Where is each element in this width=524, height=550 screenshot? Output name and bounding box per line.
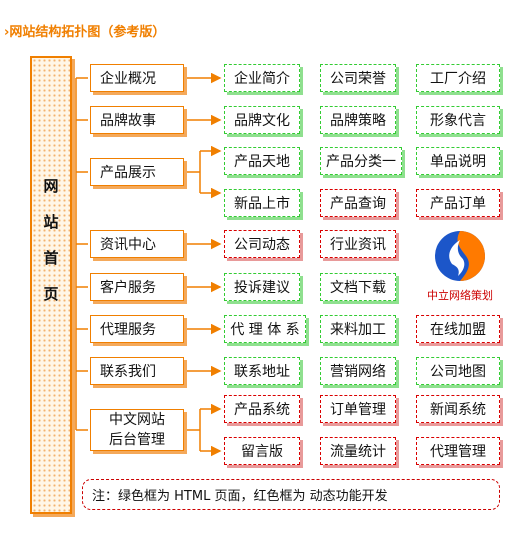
html-page-node: 单品说明 [416, 147, 500, 175]
html-page-node: 投诉建议 [224, 273, 300, 301]
html-page-node: 联系地址 [224, 357, 300, 385]
html-page-node: 工厂介绍 [416, 64, 500, 92]
html-page-node: 企业简介 [224, 64, 300, 92]
html-page-node: 品牌文化 [224, 106, 300, 134]
home-label-char: 首 [43, 249, 59, 267]
dynamic-page-node: 流量统计 [320, 437, 396, 465]
html-page-node: 公司地图 [416, 357, 500, 385]
dynamic-page-node: 产品系统 [224, 395, 300, 423]
dynamic-page-node: 行业资讯 [320, 230, 396, 258]
html-page-node: 产品天地 [224, 147, 300, 175]
html-page-node: 代 理 体 系 [224, 315, 306, 343]
home-label-char: 网 [43, 177, 59, 195]
dynamic-page-node: 产品订单 [416, 189, 500, 217]
category-node: 客户服务 [90, 273, 184, 301]
dynamic-page-node: 在线加盟 [416, 315, 500, 343]
category-node: 代理服务 [90, 315, 184, 343]
dynamic-page-node: 产品查询 [320, 189, 396, 217]
html-page-node: 来料加工 [320, 315, 396, 343]
dynamic-page-node: 新闻系统 [416, 395, 500, 423]
logo-icon [435, 231, 485, 281]
legend-note: 注：绿色框为 HTML 页面，红色框为 动态功能开发 [82, 479, 500, 510]
dynamic-page-node: 留言版 [224, 437, 300, 465]
html-page-node: 新品上市 [224, 189, 300, 217]
category-node: 品牌故事 [90, 106, 184, 134]
category-node: 中文网站 后台管理 [90, 409, 184, 451]
category-node: 产品展示 [90, 158, 184, 186]
html-page-node: 文档下载 [320, 273, 396, 301]
category-node: 企业概况 [90, 64, 184, 92]
dynamic-page-node: 代理管理 [416, 437, 500, 465]
home-label-char: 站 [43, 213, 59, 231]
dynamic-page-node: 公司动态 [224, 230, 300, 258]
logo-text: 中立网络策划 [427, 289, 493, 302]
dynamic-page-node: 订单管理 [320, 395, 396, 423]
category-node: 联系我们 [90, 357, 184, 385]
html-page-node: 营销网络 [320, 357, 396, 385]
html-page-node: 形象代言 [416, 106, 500, 134]
diagram-title: ›网站结构拓扑图（参考版） [4, 25, 166, 40]
category-node: 资讯中心 [90, 230, 184, 258]
home-node: 网 站 首 页 [30, 56, 72, 514]
html-page-node: 产品分类一 [320, 147, 402, 175]
home-label-char: 页 [43, 285, 59, 303]
html-page-node: 品牌策略 [320, 106, 396, 134]
html-page-node: 公司荣誉 [320, 64, 396, 92]
